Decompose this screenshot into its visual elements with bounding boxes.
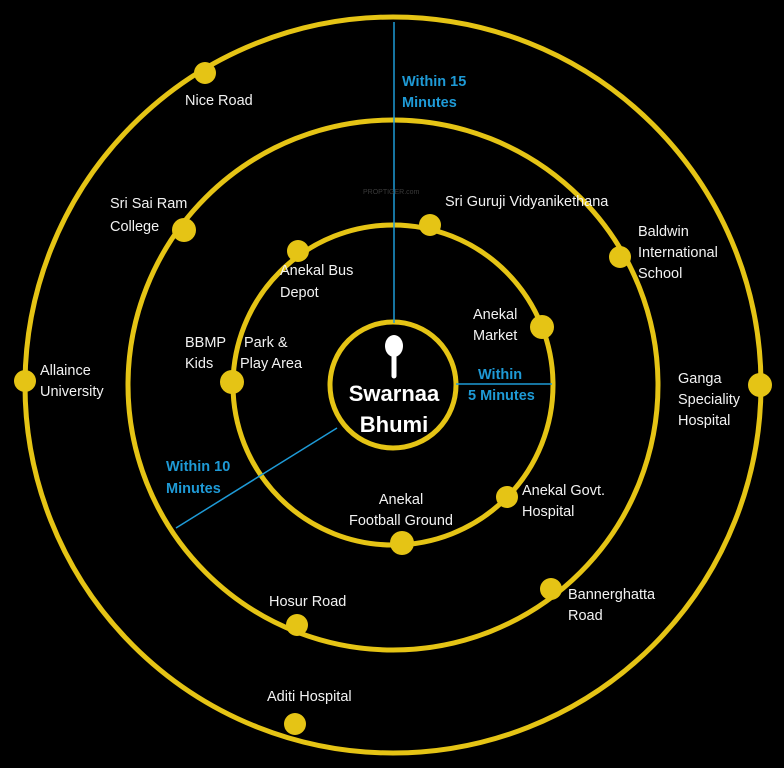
place-allaince-2: University xyxy=(40,384,104,400)
place-ganga-1: Ganga xyxy=(678,371,722,387)
place-anekal-football-2: Football Ground xyxy=(349,513,453,529)
place-sri-guruji: Sri Guruji Vidyanikethana xyxy=(445,194,609,210)
zone-label-5-line1: Within xyxy=(478,367,522,383)
place-anekal-market-2: Market xyxy=(473,328,517,344)
place-allaince-1: Allaince xyxy=(40,363,91,379)
zone-label-5-line2: 5 Minutes xyxy=(468,388,535,404)
marker-baldwin xyxy=(609,246,631,268)
watermark: PROPTIGER.com xyxy=(363,189,420,196)
marker-bannerghatta xyxy=(540,578,562,600)
marker-aditi xyxy=(284,713,306,735)
marker-hosur-road xyxy=(286,614,308,636)
place-nice-road: Nice Road xyxy=(185,93,253,109)
zone-label-10-line2: Minutes xyxy=(166,481,221,497)
place-bannerghatta-2: Road xyxy=(568,608,603,624)
place-anekal-govt-1: Anekal Govt. xyxy=(522,483,605,499)
marker-anekal-bus-depot xyxy=(287,240,309,262)
map-pin-icon xyxy=(385,335,403,379)
center-circle xyxy=(327,319,459,451)
place-anekal-bus-depot-1: Anekal Bus xyxy=(280,263,353,279)
place-aditi: Aditi Hospital xyxy=(267,689,352,705)
marker-sri-guruji xyxy=(419,214,441,236)
ring-10-minutes xyxy=(125,117,661,653)
marker-anekal-govt-hospital xyxy=(496,486,518,508)
place-anekal-govt-2: Hospital xyxy=(522,504,574,520)
place-baldwin-3: School xyxy=(638,266,682,282)
place-bbmp-2: Park & xyxy=(244,335,288,351)
place-anekal-market-1: Anekal xyxy=(473,307,517,323)
marker-ganga xyxy=(748,373,772,397)
marker-allaince xyxy=(14,370,36,392)
marker-sri-sai-ram xyxy=(172,218,196,242)
zone-label-10-line1: Within 10 xyxy=(166,459,230,475)
place-sri-sai-ram-1: Sri Sai Ram xyxy=(110,196,187,212)
center-title-line2: Bhumi xyxy=(360,412,428,437)
zone-line-10 xyxy=(175,427,338,529)
place-bannerghatta-1: Bannerghatta xyxy=(568,587,656,603)
place-anekal-football-1: Anekal xyxy=(379,492,423,508)
place-baldwin-1: Baldwin xyxy=(638,224,689,240)
place-ganga-3: Hospital xyxy=(678,413,730,429)
place-sri-sai-ram-2: College xyxy=(110,219,159,235)
marker-anekal-market xyxy=(530,315,554,339)
place-bbmp-1: BBMP xyxy=(185,335,226,351)
place-bbmp-3: Kids xyxy=(185,356,213,372)
place-hosur-road: Hosur Road xyxy=(269,594,346,610)
place-anekal-bus-depot-2: Depot xyxy=(280,285,319,301)
marker-bbmp-park xyxy=(220,370,244,394)
place-ganga-2: Speciality xyxy=(678,392,741,408)
zone-label-15-line2: Minutes xyxy=(402,95,457,111)
zone-label-15-line1: Within 15 xyxy=(402,74,466,90)
location-markers xyxy=(14,62,772,735)
marker-anekal-football-ground xyxy=(390,531,414,555)
place-baldwin-2: International xyxy=(638,245,718,261)
marker-nice-road xyxy=(194,62,216,84)
place-bbmp-4: Play Area xyxy=(240,356,303,372)
center-title-line1: Swarnaa xyxy=(349,381,440,406)
